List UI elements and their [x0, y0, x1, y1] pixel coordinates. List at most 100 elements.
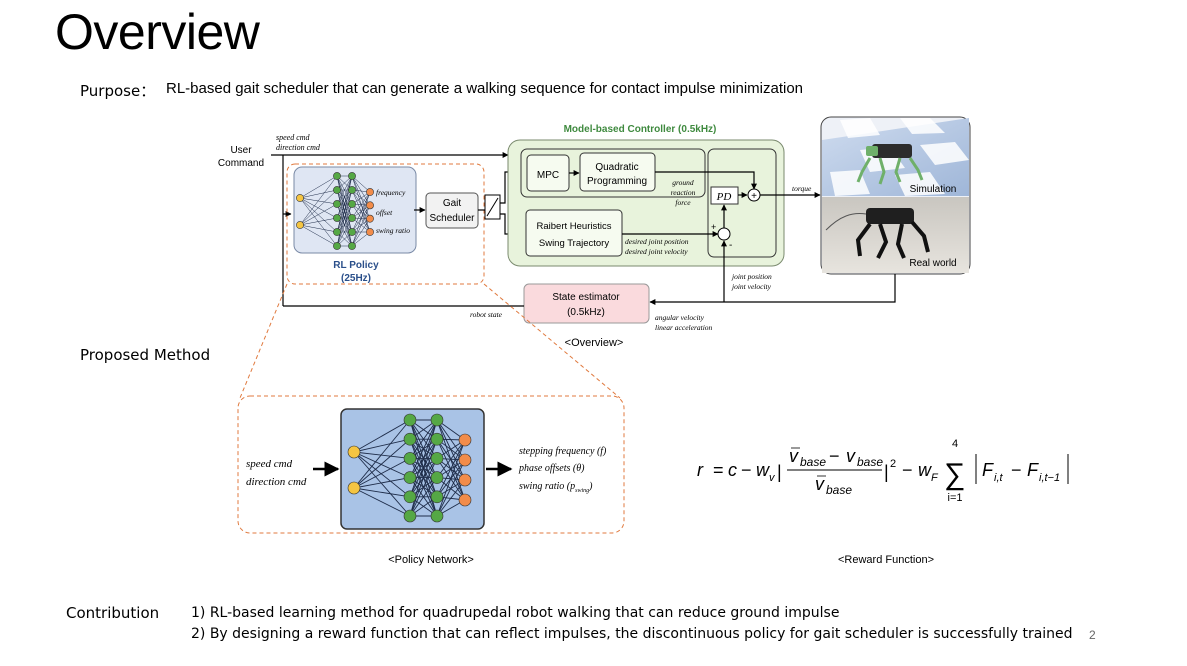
network-edge	[409, 477, 438, 517]
joint-position-label: joint position	[731, 272, 772, 281]
network-edge	[299, 197, 338, 205]
policy-network-frame	[237, 395, 625, 534]
joint-velocity-label: joint velocity	[731, 282, 772, 291]
svg-text:−: −	[1011, 460, 1022, 480]
network-edge	[299, 217, 338, 226]
network-node	[348, 172, 356, 180]
svg-text:i,t−1: i,t−1	[1039, 472, 1060, 484]
network-edge	[353, 477, 411, 489]
network-edge	[299, 175, 338, 199]
svg-text:base: base	[857, 455, 883, 469]
network-node	[333, 200, 341, 208]
network-edge	[336, 189, 353, 247]
policy-network-caption: <Policy Network>	[388, 554, 474, 566]
network-edge	[409, 419, 438, 478]
network-node	[333, 172, 341, 180]
rl-highlight-region	[286, 163, 485, 285]
network-edge	[299, 203, 338, 226]
network-edge	[436, 439, 466, 497]
network-edge	[353, 458, 411, 489]
speed-cmd-label: speed cmd	[276, 133, 311, 142]
direction-cmd-label: direction cmd	[276, 143, 321, 152]
network-node	[348, 200, 356, 208]
contribution-item-2: 2) By designing a reward function that c…	[191, 626, 1073, 642]
robot-state-label: robot state	[470, 310, 503, 319]
grf-label-1: ground	[672, 178, 694, 187]
network-edge	[351, 189, 371, 219]
network-edge	[351, 205, 371, 247]
network-node	[430, 432, 444, 446]
network-edge	[353, 451, 411, 459]
network-edge	[436, 479, 466, 517]
contribution-item-1: 1) RL-based learning method for quadrupe…	[191, 605, 840, 621]
state-estimator-rate: (0.5kHz)	[567, 307, 605, 318]
network-node	[403, 509, 417, 523]
sum-node-joint	[717, 227, 731, 241]
svg-text:v: v	[815, 474, 825, 494]
svg-text:−: −	[829, 446, 840, 466]
network-edge	[436, 459, 466, 517]
network-node	[430, 452, 444, 465]
page-title: Overview	[55, 4, 260, 60]
network-edge	[299, 197, 338, 219]
mpc-label: MPC	[537, 170, 559, 181]
overview-caption: <Overview>	[565, 337, 624, 349]
network-edge	[351, 175, 371, 193]
network-edge	[299, 197, 338, 233]
svg-text:F: F	[931, 472, 939, 484]
network-edge	[299, 189, 338, 226]
network-edge	[409, 419, 438, 459]
real-world-label: Real world	[909, 258, 956, 269]
svg-text:+: +	[751, 191, 757, 202]
svg-text:∑: ∑	[944, 458, 965, 491]
network-node	[366, 228, 374, 236]
network-node	[403, 413, 417, 427]
svg-text:4: 4	[952, 438, 958, 450]
network-node	[403, 432, 417, 446]
pd-label: PD	[716, 191, 732, 203]
state-estimator-box	[523, 283, 650, 324]
network-node	[458, 433, 472, 447]
torque-label: torque	[792, 184, 812, 193]
rl-policy-rate: (25Hz)	[341, 273, 371, 284]
svg-text:−: −	[741, 460, 752, 480]
network-edge	[353, 438, 411, 453]
network-edge	[351, 189, 371, 233]
network-edge	[351, 191, 371, 247]
network-edge	[336, 203, 353, 247]
network-node	[430, 413, 444, 427]
network-node	[403, 471, 417, 484]
network-edge	[353, 451, 411, 479]
raibert-box	[525, 209, 623, 257]
mini-network-graphic	[296, 172, 374, 250]
simulation-image	[822, 118, 969, 196]
user-command-label-2: Command	[218, 158, 264, 169]
purpose-text: RL-based gait scheduler that can generat…	[166, 80, 804, 97]
plus-sign: +	[711, 222, 716, 232]
state-estimator-label: State estimator	[552, 292, 620, 303]
page-number: 2	[1089, 628, 1096, 642]
raibert-label-1: Raibert Heuristics	[537, 221, 612, 232]
network-edge	[336, 217, 353, 247]
proposed-method-label: Proposed Method	[80, 346, 211, 364]
user-command-label-1: User	[230, 145, 252, 156]
svg-text:v: v	[789, 446, 799, 466]
network-node	[366, 201, 374, 210]
network-node	[430, 490, 444, 504]
network-node	[430, 509, 444, 523]
svg-text:w: w	[756, 460, 770, 480]
svg-text:c: c	[728, 460, 737, 480]
grf-label-3: force	[675, 198, 691, 207]
network-node	[348, 186, 356, 194]
network-edge	[351, 191, 371, 219]
svg-text:i,t: i,t	[994, 472, 1004, 484]
network-edge	[409, 439, 438, 517]
network-edge	[353, 451, 411, 498]
svg-text:w: w	[918, 460, 932, 480]
network-node	[347, 445, 361, 459]
network-edge	[299, 197, 338, 247]
svg-text:F: F	[982, 460, 994, 480]
output-offset-label: offset	[376, 208, 393, 217]
raibert-label-2: Swing Trajectory	[539, 238, 609, 249]
svg-text:2: 2	[890, 458, 896, 470]
